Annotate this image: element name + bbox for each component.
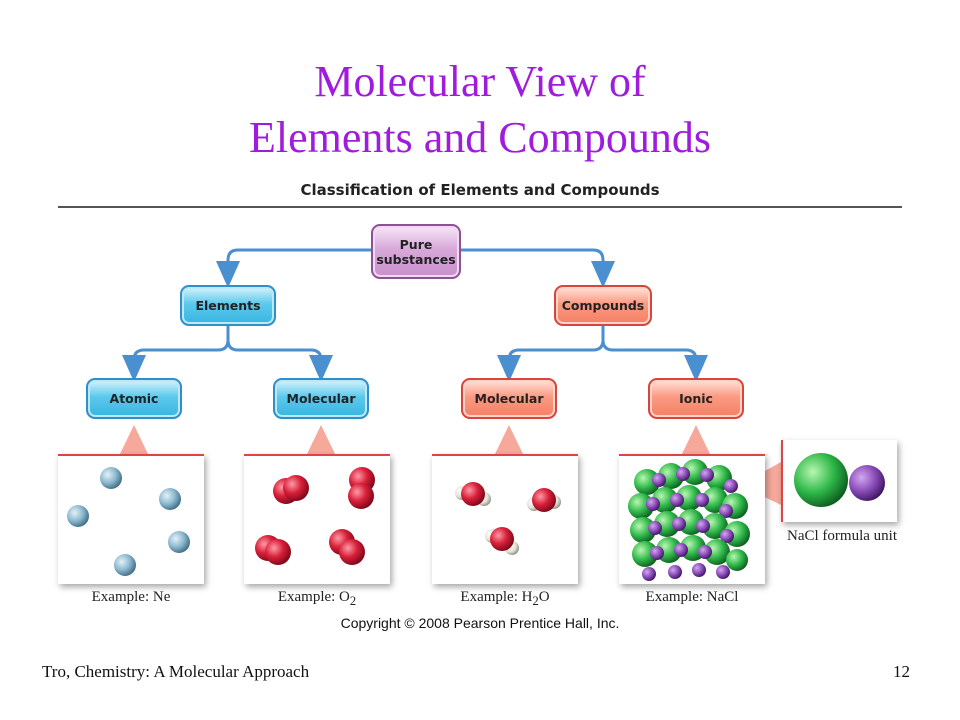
caption-o2-subscript: 2 <box>349 594 357 608</box>
node-molecular-element-label: Molecular <box>286 391 356 406</box>
nacl-formula-unit-panel <box>781 440 897 522</box>
panel-water <box>432 454 578 584</box>
caption-example-nacl: Example: NaCl <box>617 589 767 606</box>
connector-arrows <box>122 248 708 382</box>
node-compounds: Compounds <box>554 285 652 326</box>
caption-h2o-subscript: 2 <box>532 594 539 608</box>
caption-h2o-tail: O <box>538 589 550 605</box>
node-atomic-label: Atomic <box>109 391 159 406</box>
caption-example-ne: Example: Ne <box>56 589 206 606</box>
nacl-formula-unit-illustration <box>794 453 885 507</box>
caption-h2o-text: Example: H <box>460 589 533 605</box>
copyright-notice: Copyright © 2008 Pearson Prentice Hall, … <box>340 615 620 631</box>
node-atomic: Atomic <box>86 378 182 419</box>
node-elements: Elements <box>180 285 276 326</box>
node-pure-substances: Pure substances <box>371 224 461 279</box>
water-molecules-illustration <box>455 482 561 555</box>
node-molecular-element: Molecular <box>273 378 369 419</box>
nacl-lattice-illustration <box>628 459 750 581</box>
caption-o2-text: Example: O <box>277 589 350 605</box>
node-molecular-compound-label: Molecular <box>474 391 544 406</box>
panel-neon <box>58 454 204 584</box>
node-ionic: Ionic <box>648 378 744 419</box>
footer-book-title: Tro, Chemistry: A Molecular Approach <box>42 662 310 681</box>
footer-slide-number: 12 <box>893 662 910 681</box>
node-compounds-label: Compounds <box>561 298 645 313</box>
caption-example-h2o: Example: H2O <box>430 589 580 609</box>
node-ionic-label: Ionic <box>679 391 713 406</box>
caption-ne-text: Example: Ne <box>91 589 171 605</box>
figure-title: Classification of Elements and Compounds <box>300 181 660 199</box>
node-molecular-compound: Molecular <box>461 378 557 419</box>
slide-title-line2: Elements and Compounds <box>249 113 711 162</box>
figure-title-rule <box>58 206 902 208</box>
node-pure-label-line2: substances <box>376 251 456 267</box>
slide-title-line1: Molecular View of <box>314 57 646 106</box>
panel-oxygen <box>244 454 390 584</box>
nacl-formula-unit-caption: NaCl formula unit <box>787 528 897 544</box>
oxygen-molecules-illustration <box>255 467 375 565</box>
caption-nacl-text: Example: NaCl <box>645 589 739 605</box>
caption-example-o2: Example: O2 <box>242 589 392 609</box>
neon-atoms-illustration <box>67 467 190 576</box>
node-pure-label-line1: Pure <box>399 236 433 252</box>
node-elements-label: Elements <box>195 298 261 313</box>
panel-sodium-chloride <box>619 454 765 584</box>
